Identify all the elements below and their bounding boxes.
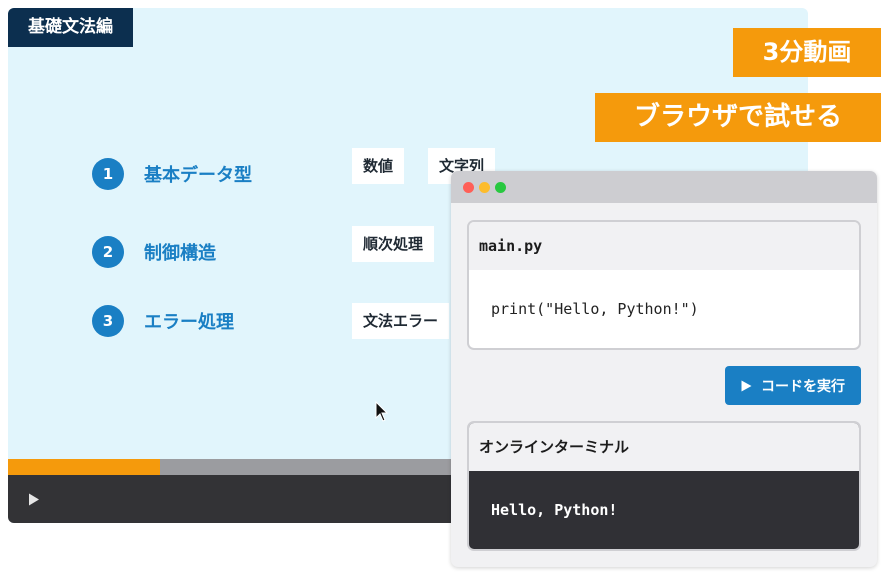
progress-fill	[8, 459, 160, 475]
topic-row-2: 2 制御構造	[92, 235, 216, 269]
topic-tag: 数値	[352, 148, 405, 184]
terminal-title: オンラインターミナル	[469, 423, 859, 471]
topic-number: 2	[92, 236, 124, 268]
topic-tag: 順次処理	[352, 226, 435, 262]
topic-number: 3	[92, 305, 124, 337]
online-terminal: オンラインターミナル Hello, Python!	[467, 421, 861, 551]
window-titlebar	[451, 171, 877, 203]
feature-tag-video: 3分動画	[733, 28, 881, 77]
editor-filename: main.py	[469, 222, 859, 270]
topic-title: 制御構造	[144, 243, 216, 264]
topic-tag: 文法エラー	[352, 303, 450, 339]
maximize-dot-icon[interactable]	[495, 182, 506, 193]
feature-tag-browser: ブラウザで試せる	[595, 93, 881, 142]
topic-title: エラー処理	[144, 312, 234, 333]
close-dot-icon[interactable]	[463, 182, 474, 193]
run-button-label: コードを実行	[761, 378, 845, 395]
course-badge: 基礎文法編	[8, 8, 133, 47]
code-editor[interactable]: main.py print("Hello, Python!")	[467, 220, 861, 350]
editor-code[interactable]: print("Hello, Python!")	[491, 300, 699, 318]
topic-number: 1	[92, 158, 124, 190]
topic-row-3: 3 エラー処理	[92, 304, 234, 338]
browser-window: main.py print("Hello, Python!") コードを実行 オ…	[451, 171, 877, 567]
terminal-output: Hello, Python!	[491, 501, 618, 519]
minimize-dot-icon[interactable]	[479, 182, 490, 193]
run-code-button[interactable]: コードを実行	[725, 366, 861, 405]
topic-row-1: 1 基本データ型	[92, 157, 252, 191]
play-icon	[741, 380, 752, 391]
mouse-cursor-icon	[375, 401, 389, 422]
play-icon[interactable]	[28, 493, 40, 506]
topic-title: 基本データ型	[144, 165, 252, 186]
